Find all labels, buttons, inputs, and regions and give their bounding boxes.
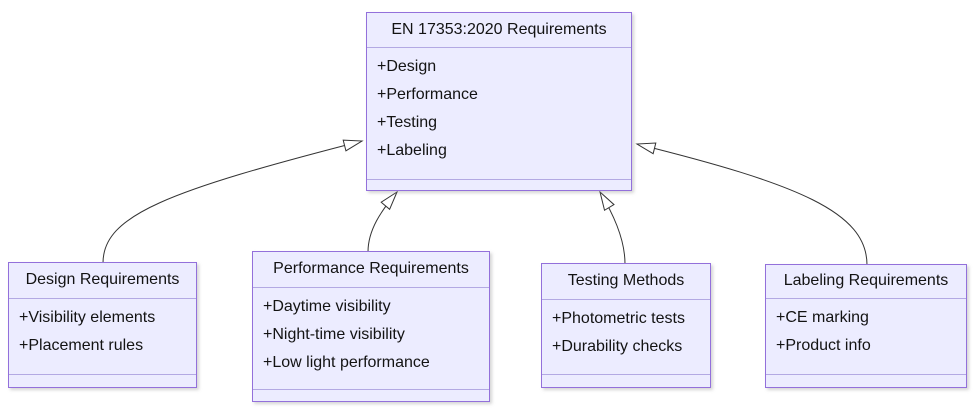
class-title: Performance Requirements (273, 260, 469, 277)
class-attributes: +Photometric tests +Durability checks (542, 299, 710, 374)
class-title: Design Requirements (25, 271, 180, 288)
class-box-labeling: Labeling Requirements +CE marking +Produ… (765, 264, 967, 388)
class-attribute: +Durability checks (552, 338, 683, 355)
class-attribute: +Visibility elements (19, 309, 156, 326)
class-title: EN 17353:2020 Requirements (391, 21, 607, 38)
class-attribute: +CE marking (776, 309, 869, 326)
inheritance-arrow-testing-to-main (635, 142, 868, 266)
inheritance-arrow-design-to-main (102, 139, 364, 264)
class-box-performance: Performance Requirements +Daytime visibi… (252, 251, 490, 402)
class-methods-empty (367, 179, 631, 190)
class-attribute: +Labeling (377, 142, 447, 159)
inheritance-arrow-labeling-to-main (599, 190, 626, 265)
class-box-design: Design Requirements +Visibility elements… (8, 262, 197, 388)
class-title: Labeling Requirements (783, 272, 949, 289)
class-title: Testing Methods (567, 272, 685, 289)
class-attribute: +Night-time visibility (263, 326, 405, 343)
class-box-testing: Testing Methods +Photometric tests +Dura… (541, 263, 711, 388)
class-attribute: +Low light performance (263, 354, 430, 371)
class-attributes: +CE marking +Product info (766, 298, 966, 374)
class-attribute: +Placement rules (19, 337, 144, 354)
class-attribute: +Design (377, 58, 437, 75)
inheritance-arrow-performance-to-main (367, 190, 399, 253)
class-methods-empty (9, 374, 196, 387)
class-methods-empty (542, 374, 710, 387)
class-attributes: +Visibility elements +Placement rules (9, 298, 196, 374)
class-attribute: +Testing (377, 114, 438, 131)
class-attribute: +Performance (377, 86, 478, 103)
class-methods-empty (766, 374, 966, 387)
class-attribute: +Product info (776, 337, 871, 354)
class-attribute: +Daytime visibility (263, 298, 391, 315)
class-box-main: EN 17353:2020 Requirements +Design +Perf… (366, 12, 632, 191)
class-methods-empty (253, 389, 489, 401)
class-attributes: +Design +Performance +Testing +Labeling (367, 47, 631, 179)
class-attributes: +Daytime visibility +Night-time visibili… (253, 287, 489, 389)
class-attribute: +Photometric tests (552, 310, 685, 327)
